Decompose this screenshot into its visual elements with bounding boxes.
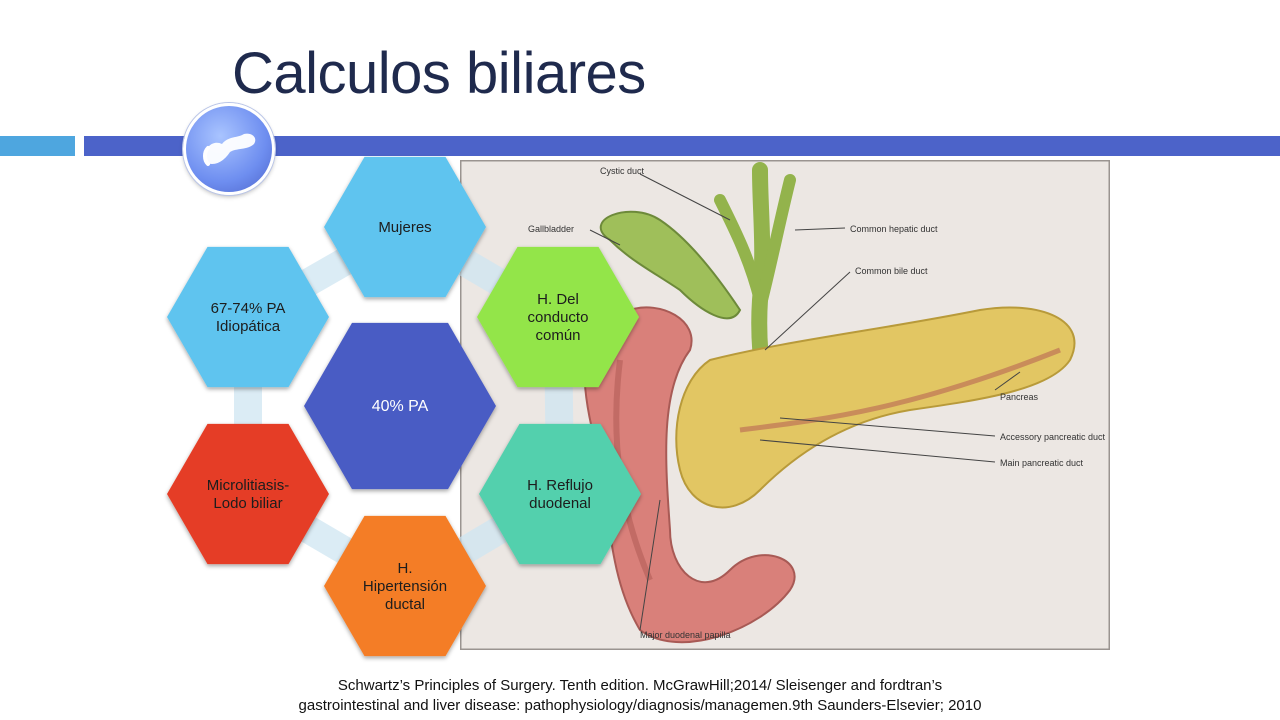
header-accent-bar-right bbox=[84, 136, 1280, 156]
label-cystic-duct: Cystic duct bbox=[600, 166, 645, 176]
hexagon-lower-left: Microlitiasis-Lodo biliar bbox=[167, 423, 329, 565]
hexagon-shape-lower-right bbox=[479, 423, 641, 565]
label-common-bile-duct: Common bile duct bbox=[855, 266, 928, 276]
citation: Schwartz’s Principles of Surgery. Tenth … bbox=[150, 676, 1130, 716]
hexagon-label-center: 40% PA bbox=[372, 398, 429, 415]
hexagon-label-bottom: Hipertensión bbox=[363, 578, 447, 595]
pancreas-icon bbox=[203, 133, 256, 166]
hexagon-label-lower-left: Microlitiasis- bbox=[207, 477, 290, 494]
label-papilla: Major duodenal papilla bbox=[640, 630, 731, 640]
hexagon-shape-upper-right bbox=[477, 246, 639, 388]
hexagon-label-bottom: H. bbox=[398, 560, 413, 577]
hexagon-label-upper-left: Idiopática bbox=[216, 318, 281, 335]
hexagon-label-top: Mujeres bbox=[378, 219, 431, 236]
header-accent-bar-left bbox=[0, 136, 75, 156]
hexagon-label-upper-right: conducto bbox=[528, 309, 589, 326]
hexagon-top: Mujeres bbox=[324, 156, 486, 298]
hexagon-label-lower-right: H. Reflujo bbox=[527, 477, 593, 494]
hexagon-shape-upper-left bbox=[167, 246, 329, 388]
citation-line-2: gastrointestinal and liver disease: path… bbox=[298, 697, 982, 714]
label-accessory-duct: Accessory pancreatic duct bbox=[1000, 432, 1106, 442]
label-common-hepatic-duct: Common hepatic duct bbox=[850, 224, 938, 234]
hexagon-label-bottom: ductal bbox=[385, 596, 425, 613]
label-pancreas: Pancreas bbox=[1000, 392, 1039, 402]
hexagon-label-upper-right: H. Del bbox=[537, 291, 579, 308]
hexagon-label-upper-left: 67-74% PA bbox=[211, 300, 286, 317]
hexagon-shape-top bbox=[324, 156, 486, 298]
pancreas-logo bbox=[183, 103, 275, 195]
hexagon-label-lower-right: duodenal bbox=[529, 495, 591, 512]
hexagon-shape-lower-left bbox=[167, 423, 329, 565]
hexagon-shape-center bbox=[304, 322, 496, 490]
hexagon-label-upper-right: común bbox=[535, 327, 580, 344]
hexagon-label-lower-left: Lodo biliar bbox=[213, 495, 282, 512]
hexagon-shape-bottom bbox=[324, 515, 486, 657]
label-main-duct: Main pancreatic duct bbox=[1000, 458, 1084, 468]
slide-title: Calculos biliares bbox=[232, 41, 646, 106]
hexagon-center: 40% PA bbox=[304, 322, 496, 490]
label-gallbladder: Gallbladder bbox=[528, 224, 574, 234]
citation-line-1: Schwartz’s Principles of Surgery. Tenth … bbox=[337, 677, 943, 694]
